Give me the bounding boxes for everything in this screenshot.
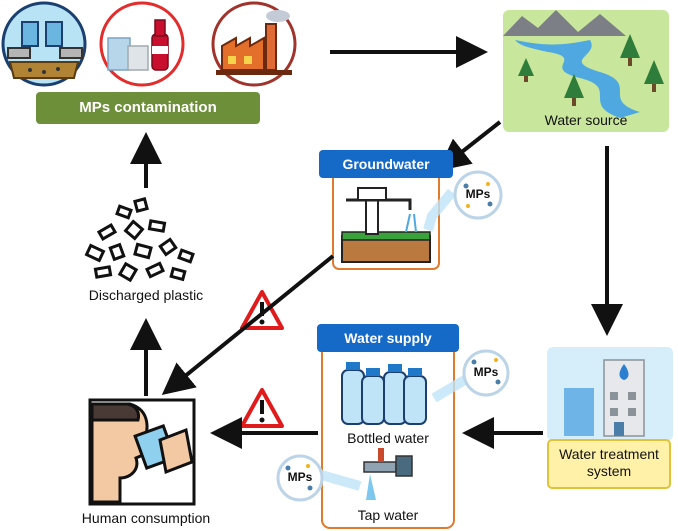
factory-icon xyxy=(211,1,297,87)
mps-badge-groundwater-text: MPs xyxy=(465,187,491,201)
arrow-groundwater-to-human xyxy=(161,254,335,396)
mps-badge-bottled-text: MPs xyxy=(473,365,499,379)
tap-faucet-icon xyxy=(363,448,413,500)
water-treatment-line1: Water treatment xyxy=(559,446,659,462)
person-drinking-icon xyxy=(88,398,196,506)
mps-badge-tap xyxy=(276,454,362,502)
plastic-products-icon xyxy=(99,1,185,87)
well-pump-icon xyxy=(341,187,431,263)
treatment-label-box xyxy=(547,439,671,489)
water-supply-banner: Water supply xyxy=(317,324,459,352)
water-treatment-line2: system xyxy=(586,463,632,479)
water-source-label: Water source xyxy=(544,112,628,128)
groundwater-banner: Groundwater xyxy=(319,150,453,178)
mps-contamination-banner: MPs contamination xyxy=(36,92,260,124)
bottled-water-icon xyxy=(341,362,427,425)
water-source-landscape-icon xyxy=(503,10,669,132)
treatment-plant-icon xyxy=(547,347,673,441)
mps-badge-bottled xyxy=(431,349,510,403)
industrial-pipes-icon xyxy=(1,1,87,87)
arrow-source-to-groundwater xyxy=(437,120,502,171)
bottled-water-label: Bottled water xyxy=(347,430,429,446)
water-treatment-label: Water treatment system xyxy=(548,446,670,480)
plastic-debris-icon xyxy=(84,197,195,283)
discharged-plastic-label: Discharged plastic xyxy=(88,287,204,303)
warning-icon-lower xyxy=(240,388,284,428)
mps-badge-groundwater xyxy=(423,170,503,232)
warning-icon-upper xyxy=(240,290,284,330)
tap-water-label: Tap water xyxy=(357,507,419,523)
mps-badge-tap-text: MPs xyxy=(287,470,313,484)
human-consumption-label: Human consumption xyxy=(81,510,211,526)
